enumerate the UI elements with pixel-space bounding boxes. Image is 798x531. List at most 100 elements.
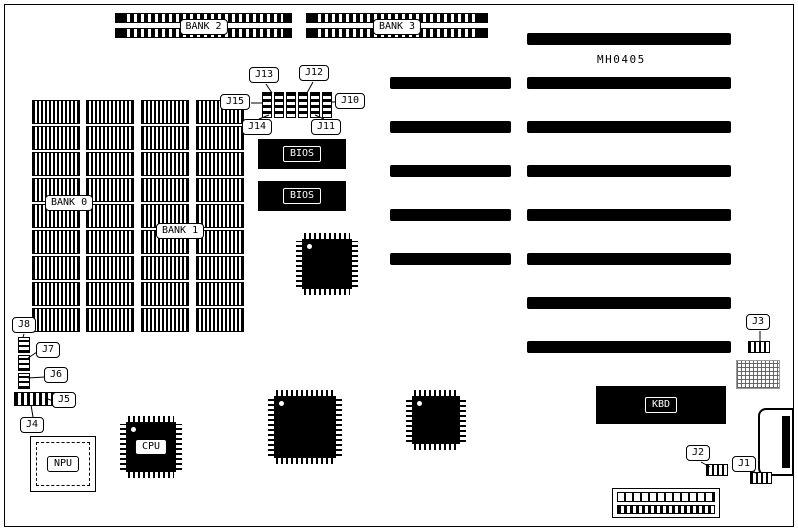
simm-socket-bank2: BANK 2 [115,13,292,41]
bios2-label: BIOS [282,188,322,204]
expansion-slot-long [527,165,731,177]
jumper-label-j11: J11 [311,119,342,135]
kbd-label: KBD [644,397,678,413]
expansion-slot-long [527,253,731,265]
ram-chip [141,256,189,280]
chip-pins [276,458,334,464]
chip-pins [414,390,458,396]
ram-chip [86,126,134,150]
ram-chip [86,308,134,332]
chip-pins [128,472,174,478]
jumper-block [286,92,296,118]
jumper-label-j14: J14 [242,119,273,135]
expansion-slot-long [527,121,731,133]
jumper-block-j8 [18,337,30,353]
expansion-slot-short [390,165,511,177]
ram-chip [141,126,189,150]
ram-chip [32,308,80,332]
chip-pins [336,398,342,456]
ram-chip [86,152,134,176]
bios-chip-1: BIOS [258,139,346,169]
kbd-chip: KBD [596,386,726,424]
chip-pins [120,424,126,470]
ram-chip [86,100,134,124]
ram-chip [141,282,189,306]
hatched-component [736,360,780,389]
jumper-block [262,92,272,118]
ram-chip [196,126,244,150]
bank1-label: BANK 1 [156,223,205,239]
ram-chip [196,282,244,306]
power-connector-pins [617,492,715,502]
jumper-label-j6: J6 [44,367,69,383]
chip-pins [406,398,412,442]
ram-chip [32,256,80,280]
jumper-block-j6 [18,373,30,389]
expansion-slot-long [527,33,731,45]
chip-qfp-controller-2 [268,390,342,464]
jumper-block-j7 [18,355,30,371]
jumper-label-j12: J12 [299,65,330,81]
ram-chip [86,178,134,202]
jumper-label-j4: J4 [20,417,45,433]
chip-pins [460,398,466,442]
jumper-label-j3: J3 [746,314,771,330]
bios1-label: BIOS [282,146,322,162]
ram-chip [32,152,80,176]
ram-chip [86,230,134,254]
jumper-label-j15: J15 [220,94,251,110]
power-connector [612,488,720,518]
expansion-slot-short [390,121,511,133]
cpu-label: CPU [134,439,168,455]
chip-pins [128,416,174,422]
bank3-label: BANK 3 [372,19,422,35]
ram-chip [141,178,189,202]
ram-chip [196,152,244,176]
jumper-block-j2 [706,464,728,476]
expansion-slot-short [390,77,511,89]
ram-chip [141,308,189,332]
ram-chip [86,282,134,306]
expansion-slot-long [527,297,731,309]
chip-pins [414,444,458,450]
jumper-label-j13: J13 [249,67,280,83]
jumper-block [322,92,332,118]
ram-chip [196,204,244,228]
jumper-block-j3 [748,341,770,353]
ram-chip [196,308,244,332]
ram-chip [32,126,80,150]
keyboard-connector [758,408,794,476]
npu-socket: NPU [30,436,96,492]
chip-pins [276,390,334,396]
bank0-label: BANK 0 [45,195,94,211]
chip-pins [352,241,358,287]
jumper-label-j1: J1 [732,456,757,472]
chip-pins [268,398,274,456]
expansion-slot-long [527,209,731,221]
jumper-block-j1 [750,472,772,484]
ram-chip [32,230,80,254]
npu-label: NPU [46,456,80,472]
jumper-block [310,92,320,118]
board-part-number: MH0405 [597,53,646,66]
cpu-chip: CPU [120,416,182,478]
ram-chip [32,100,80,124]
jumper-label-j2: J2 [686,445,711,461]
ram-chip [86,204,134,228]
chip-qfp-controller-1 [296,233,358,295]
power-connector-hatch [617,505,715,514]
jumper-label-j10: J10 [335,93,366,109]
expansion-slot-long [527,341,731,353]
jumper-block [298,92,308,118]
expansion-slot-long [527,77,731,89]
chip-body [274,396,336,458]
chip-qfp-controller-3 [406,390,466,450]
ram-chip [86,256,134,280]
ram-chip [141,100,189,124]
chip-body [302,239,352,289]
jumper-block [274,92,284,118]
jumper-label-j5: J5 [52,392,77,408]
jumper-label-j8: J8 [12,317,37,333]
chip-pins [296,241,302,287]
